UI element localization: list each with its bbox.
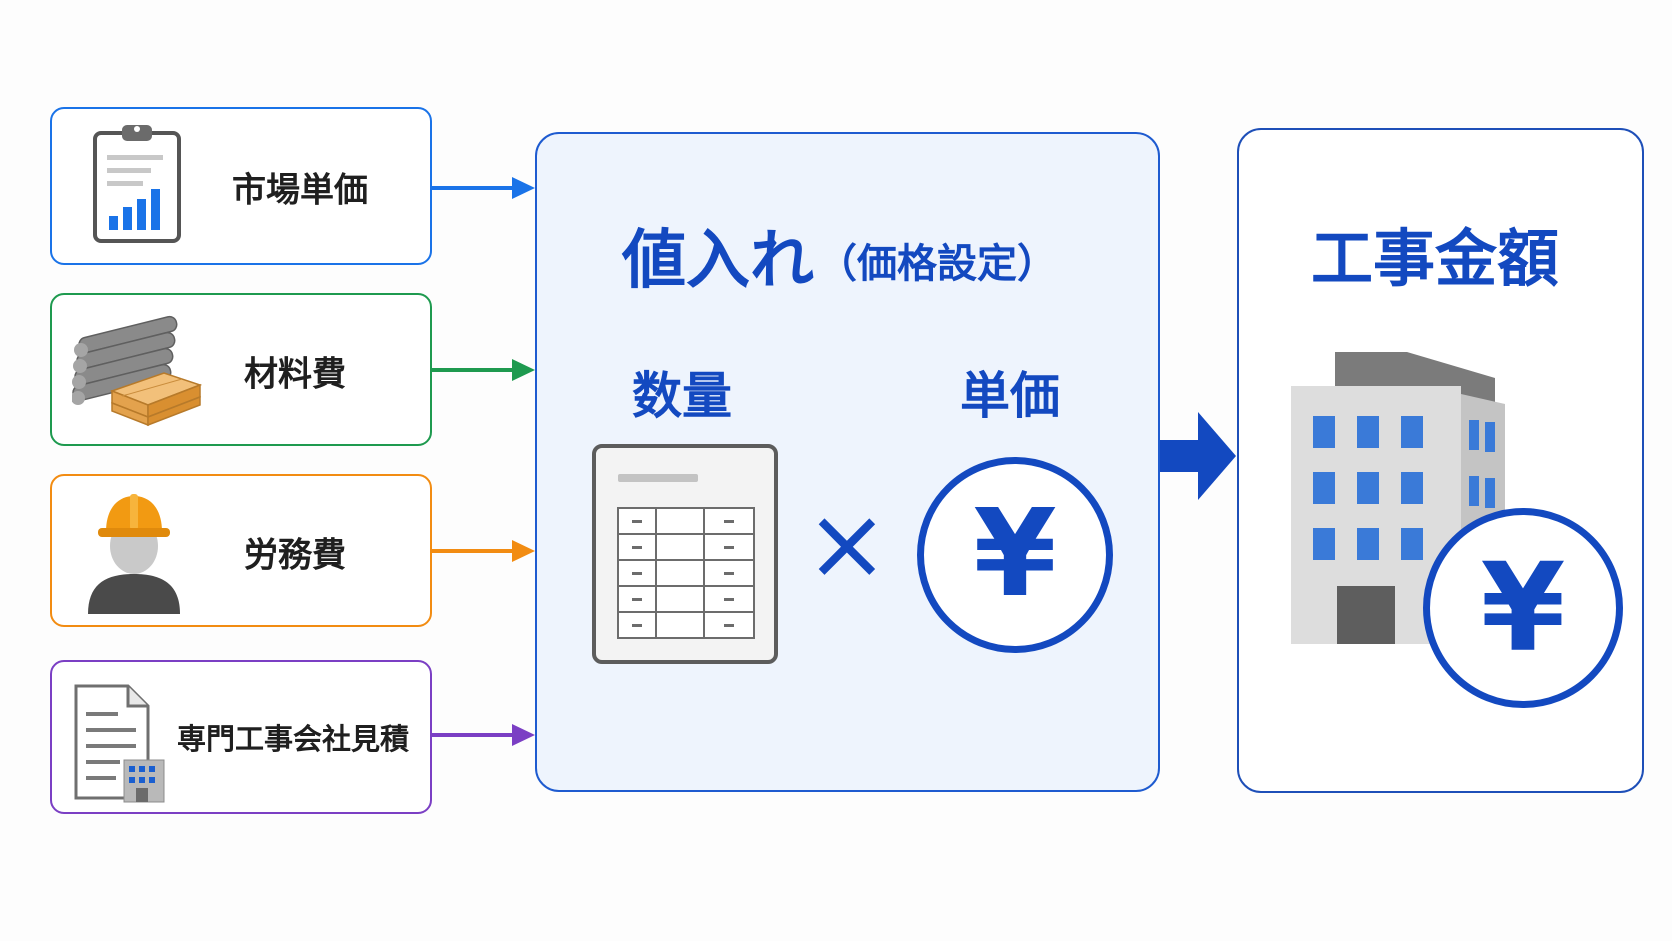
input-box-labor-cost: 労務費 bbox=[50, 474, 432, 627]
amount-yen-symbol: ¥ bbox=[1480, 537, 1566, 679]
amount-coin-icon: ¥ bbox=[1423, 508, 1623, 708]
input-box-contractor-estimate: 専門工事会社見積 bbox=[50, 660, 432, 814]
materials-icon bbox=[72, 315, 202, 427]
construction-amount-title: 工事金額 bbox=[1311, 222, 1560, 295]
worker-icon bbox=[88, 494, 180, 614]
pricing-title: 値入れ bbox=[622, 224, 814, 298]
construction-amount-panel: 工事金額 ¥ bbox=[1237, 128, 1644, 793]
input-box-material-cost: 材料費 bbox=[50, 293, 432, 446]
input-label-material-cost: 材料費 bbox=[244, 354, 346, 395]
arrow-labor-cost bbox=[432, 540, 535, 562]
clipboard-chart-icon bbox=[93, 125, 181, 243]
unit-price-coin-icon: ¥ bbox=[917, 457, 1113, 653]
estimate-document-icon bbox=[74, 684, 165, 803]
unit-price-label: 単価 bbox=[960, 367, 1060, 425]
input-label-labor-cost: 労務費 bbox=[244, 535, 346, 576]
input-label-market-price: 市場単価 bbox=[232, 170, 368, 211]
pricing-subtitle: （価格設定） bbox=[817, 241, 1057, 287]
arrow-market-price bbox=[432, 177, 535, 199]
unit-price-yen-symbol: ¥ bbox=[973, 485, 1057, 624]
pricing-panel: 値入れ （価格設定） 数量 単価 × ¥ bbox=[535, 132, 1160, 792]
input-label-contractor-estimate: 専門工事会社見積 bbox=[177, 722, 410, 756]
multiply-operator: × bbox=[805, 485, 889, 602]
arrow-contractor-estimate bbox=[432, 724, 535, 746]
quantity-sheet-icon bbox=[592, 444, 778, 664]
input-box-market-price: 市場単価 bbox=[50, 107, 432, 265]
arrow-material-cost bbox=[432, 359, 535, 381]
arrow-to-result bbox=[1160, 412, 1236, 500]
quantity-label: 数量 bbox=[632, 367, 732, 425]
